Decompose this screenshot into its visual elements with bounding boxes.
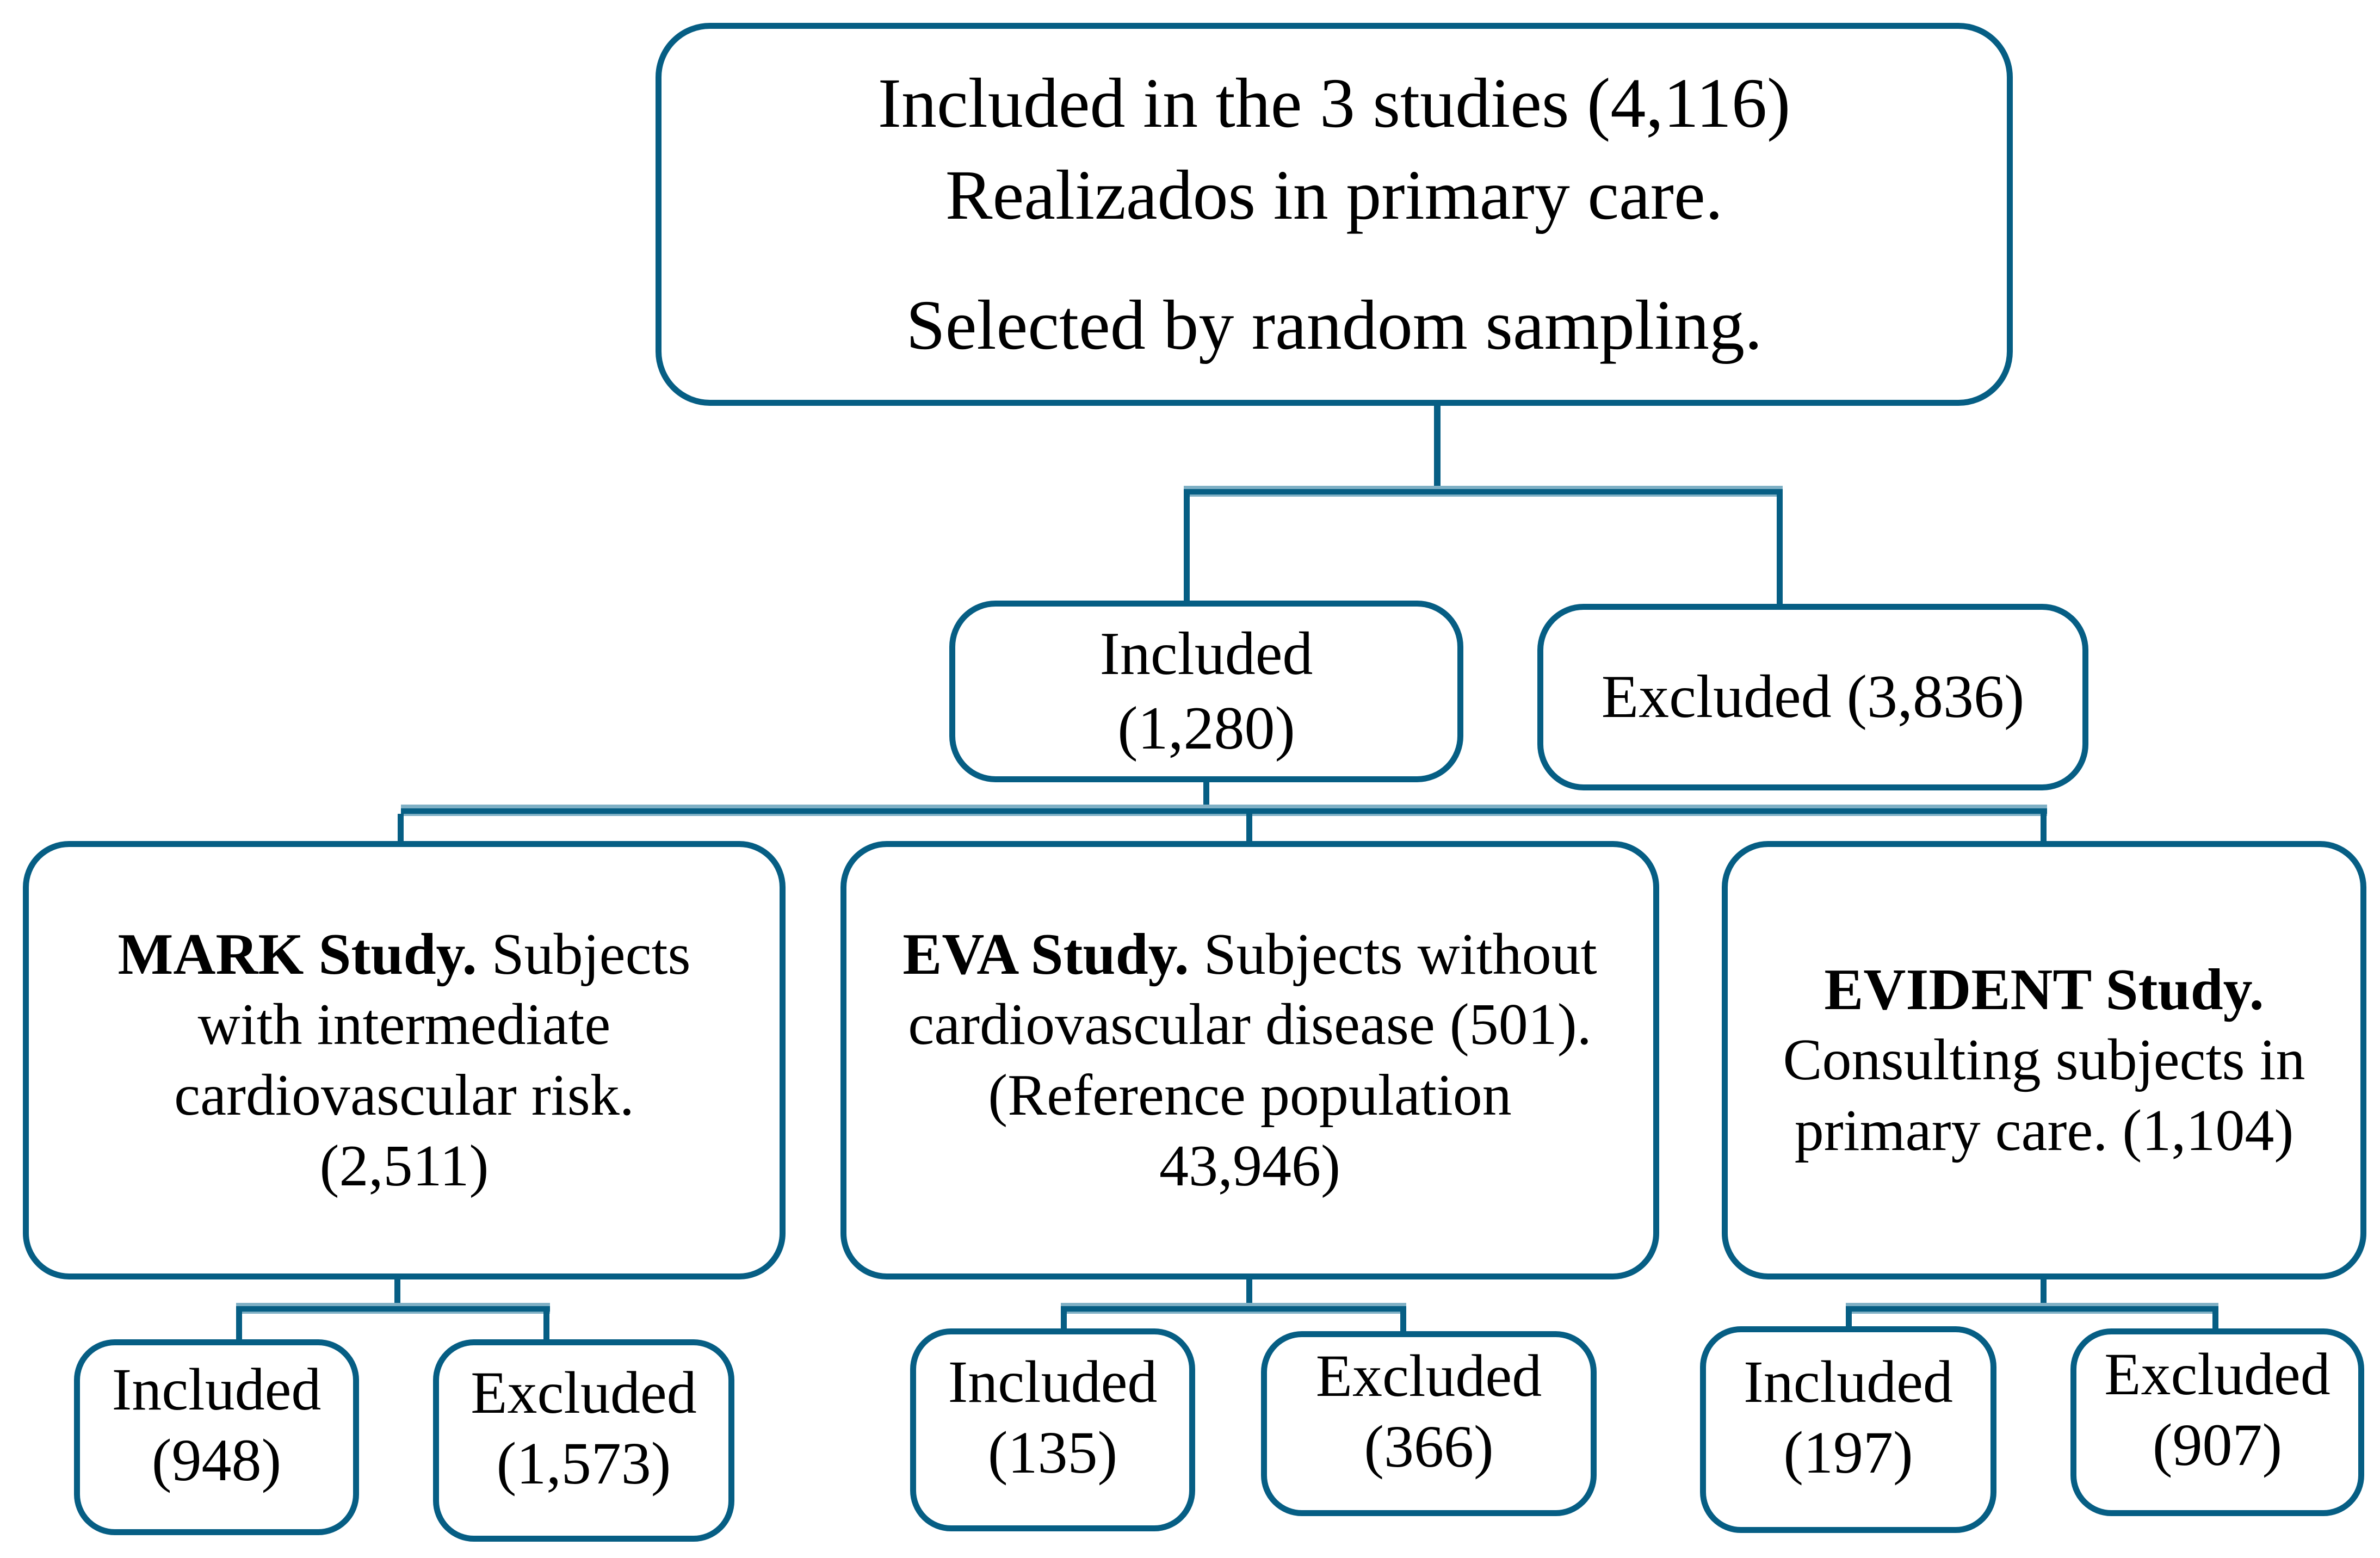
evident-line-1: EVIDENT Study. <box>1728 955 2360 1025</box>
node-evident-included: Included (197) <box>1700 1326 1996 1533</box>
eva-line-1: EVA Study. Subjects without <box>846 919 1653 990</box>
node-mark-included: Included (948) <box>74 1339 359 1535</box>
mark-included-line-2: (948) <box>151 1426 282 1493</box>
excluded-3836-label: Excluded (3,836) <box>1601 663 2025 731</box>
connector-mark-drop <box>398 814 404 842</box>
node-eva-included: Included (135) <box>910 1328 1195 1531</box>
mark-study-title: MARK Study. <box>118 922 477 987</box>
eva-included-line-2: (135) <box>987 1419 1118 1486</box>
node-top: Included in the 3 studies (4,116) Realiz… <box>656 23 2013 406</box>
node-eva-excluded: Excluded (366) <box>1261 1331 1597 1516</box>
mark-line-1: MARK Study. Subjects <box>29 919 780 990</box>
connector-evident-bar <box>1846 1306 2218 1312</box>
eva-line-2: cardiovascular disease (501). <box>908 992 1592 1058</box>
connector-mark-bar <box>236 1306 550 1312</box>
mark-line-2: with intermediate <box>197 992 611 1058</box>
top-line-3: Selected by random sampling. <box>906 286 1763 364</box>
connector-eva-excluded-leg <box>1400 1312 1406 1331</box>
mark-excluded-line-2: (1,573) <box>496 1430 671 1497</box>
node-mark-study: MARK Study. Subjects with intermediate c… <box>23 841 786 1279</box>
included-1280-line-2: (1,280) <box>1117 695 1295 762</box>
connector-evident-included-leg <box>1846 1312 1852 1326</box>
mark-line-3: cardiovascular risk. <box>174 1063 634 1128</box>
connector-evident-stem <box>2041 1279 2047 1304</box>
eva-study-title: EVA Study. <box>902 922 1189 987</box>
included-1280-line-1: Included <box>1099 620 1313 688</box>
evident-line-3: primary care. (1,104) <box>1794 1098 2294 1163</box>
connector-top-stem <box>1434 405 1441 487</box>
node-included-1280: Included (1,280) <box>949 601 1463 782</box>
evident-included-line-2: (197) <box>1783 1419 1913 1486</box>
mark-line-1-rest: Subjects <box>491 922 691 987</box>
connector-level2-bar <box>401 808 2047 814</box>
connector-mark-excluded-leg <box>543 1312 549 1339</box>
evident-study-title: EVIDENT Study. <box>1824 957 2264 1022</box>
eva-line-1-rest: Subjects without <box>1203 922 1597 987</box>
mark-excluded-line-1: Excluded <box>471 1359 697 1426</box>
connector-evident-excluded-leg <box>2212 1312 2218 1328</box>
connector-excluded-drop <box>1777 494 1783 604</box>
eva-line-3: (Reference population <box>988 1063 1512 1128</box>
evident-line-2: Consulting subjects in <box>1783 1028 2305 1093</box>
evident-included-line-1: Included <box>1744 1348 1953 1415</box>
top-line-2: Realizados in primary care. <box>945 156 1723 234</box>
eva-excluded-line-1: Excluded <box>1315 1342 1542 1409</box>
evident-excluded-line-2: (907) <box>2152 1412 2283 1478</box>
top-paragraph-2: Selected by random sampling. <box>662 280 2007 372</box>
evident-excluded-line-1: Excluded <box>2104 1341 2330 1408</box>
eva-line-4: 43,946) <box>1159 1133 1340 1198</box>
node-evident-excluded: Excluded (907) <box>2070 1328 2364 1516</box>
connector-evident-drop <box>2041 814 2047 842</box>
mark-included-line-1: Included <box>112 1356 322 1423</box>
node-excluded-3836: Excluded (3,836) <box>1537 604 2088 790</box>
node-evident-study: EVIDENT Study. Consulting subjects in pr… <box>1722 841 2366 1279</box>
connector-eva-included-leg <box>1061 1312 1067 1328</box>
mark-line-4: (2,511) <box>319 1133 489 1198</box>
connector-eva-drop <box>1246 814 1252 842</box>
eva-excluded-line-2: (366) <box>1364 1413 1494 1480</box>
connector-mark-included-leg <box>236 1312 242 1339</box>
connector-included-stem <box>1203 782 1209 806</box>
eva-included-line-1: Included <box>948 1349 1158 1415</box>
top-line-1: Included in the 3 studies (4,116) <box>877 64 1791 143</box>
top-paragraph-1: Included in the 3 studies (4,116) Realiz… <box>662 58 2007 242</box>
connector-eva-stem <box>1246 1279 1252 1304</box>
connector-level1-bar <box>1184 489 1783 494</box>
connector-eva-bar <box>1061 1306 1406 1312</box>
node-eva-study: EVA Study. Subjects without cardiovascul… <box>840 841 1659 1279</box>
connector-mark-stem <box>394 1279 400 1304</box>
connector-included-drop <box>1184 494 1190 601</box>
node-mark-excluded: Excluded (1,573) <box>433 1339 734 1542</box>
